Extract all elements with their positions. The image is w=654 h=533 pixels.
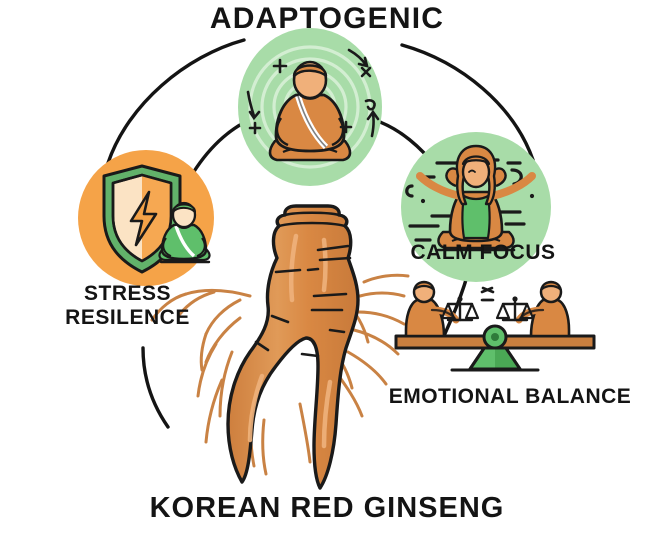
- ginseng-root-illustration: [150, 204, 410, 490]
- root-crown-rings: [277, 211, 347, 228]
- root-striations: [254, 244, 352, 358]
- page-title: ADAPTOGENIC: [209, 2, 445, 35]
- arc-lower-left: [141, 346, 170, 429]
- meditating-monk-icon: [268, 60, 352, 162]
- label-emotional-balance: EMOTIONAL BALANCE: [388, 385, 632, 408]
- sparkle-marks: [246, 48, 380, 138]
- badge-adaptogenic[interactable]: [238, 28, 382, 186]
- left-scale-figure: [404, 280, 494, 338]
- woman-meditating-icon: [416, 144, 536, 252]
- badge-stress-resilence[interactable]: [78, 150, 214, 286]
- footer-caption: KOREAN RED GINSENG: [149, 492, 505, 524]
- label-stress-resilence: STRESS RESILENCE: [65, 282, 190, 329]
- green-meditator-icon: [158, 201, 211, 264]
- arc-outer-right: [400, 43, 535, 162]
- right-scale-figure: [481, 280, 571, 338]
- seesaw-balance-icon: [394, 280, 596, 372]
- root-highlights: [247, 233, 333, 449]
- label-calm-focus: CALM FOCUS: [410, 241, 556, 264]
- shield-lightning-icon: [102, 164, 182, 274]
- arc-outer-left: [106, 38, 246, 165]
- badge-calm-focus[interactable]: [401, 132, 551, 282]
